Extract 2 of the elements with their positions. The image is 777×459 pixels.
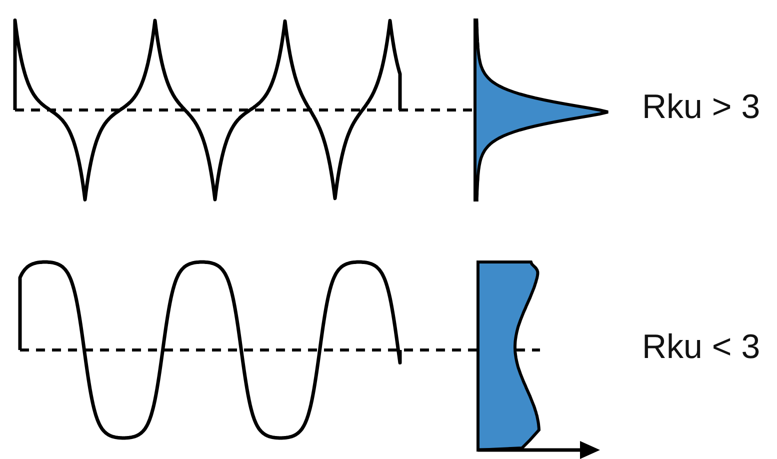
kurtosis-label: Rku > 3 (642, 88, 760, 127)
kurtosis-label: Rku < 3 (642, 328, 760, 367)
